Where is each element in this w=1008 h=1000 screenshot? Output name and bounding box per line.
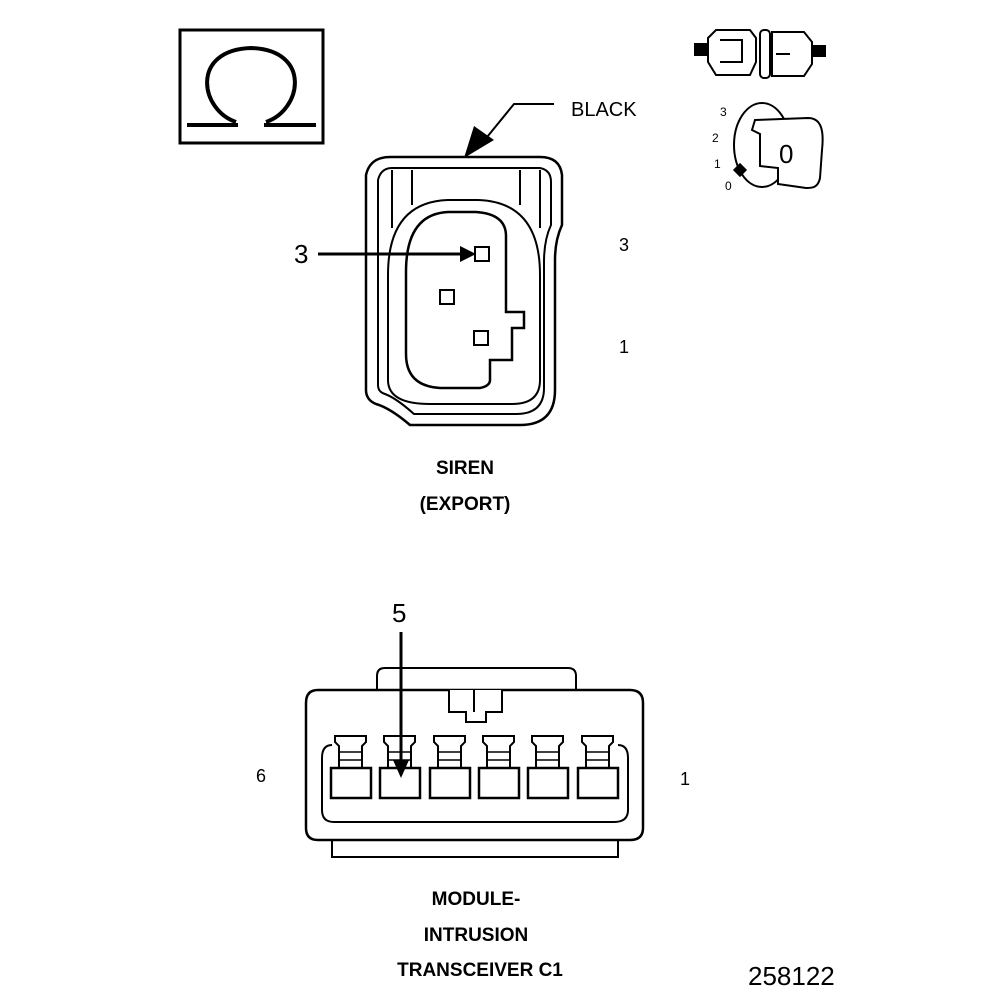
siren-connector	[364, 155, 564, 427]
transceiver-title-line3: TRANSCEIVER C1	[397, 960, 563, 981]
siren-pin-callout-label: 3	[294, 239, 308, 269]
ignition-position-3: 3	[720, 105, 727, 119]
ignition-key-icon: 3 2 1 0 0	[712, 102, 824, 193]
transceiver-right-label: 1	[680, 769, 690, 789]
transceiver-terminal-3	[477, 735, 521, 800]
ignition-position-2: 2	[712, 131, 719, 145]
siren-pin-2	[439, 289, 455, 305]
transceiver-pin-callout-label: 5	[392, 598, 406, 628]
transceiver-title-line2: INTRUSION	[424, 925, 529, 946]
transceiver-terminal-2	[526, 735, 570, 800]
siren-pin-1	[473, 330, 489, 346]
transceiver-left-label: 6	[256, 766, 266, 786]
ignition-key-label: 0	[779, 139, 793, 169]
ignition-position-0: 0	[725, 179, 732, 193]
transceiver-pin-callout: 5	[392, 598, 409, 778]
transceiver-connector	[304, 667, 645, 858]
ignition-position-1: 1	[714, 157, 721, 171]
siren-pin-callout: 3	[294, 239, 476, 269]
transceiver-terminal-6	[329, 735, 373, 800]
transceiver-terminal-1	[576, 735, 620, 800]
black-callout: BLACK	[464, 99, 637, 158]
transceiver-terminal-4	[428, 735, 472, 800]
siren-color-label: BLACK	[571, 99, 637, 121]
connector-disconnect-icon	[694, 29, 826, 79]
siren-subtitle: (EXPORT)	[420, 494, 511, 515]
ohmmeter-icon	[178, 28, 325, 145]
siren-title: SIREN	[436, 458, 494, 479]
figure-number: 258122	[748, 961, 835, 991]
siren-pin-3	[474, 246, 490, 262]
siren-side-label-3: 3	[619, 235, 629, 255]
siren-side-label-1: 1	[619, 337, 629, 357]
transceiver-title-line1: MODULE-	[432, 889, 521, 910]
